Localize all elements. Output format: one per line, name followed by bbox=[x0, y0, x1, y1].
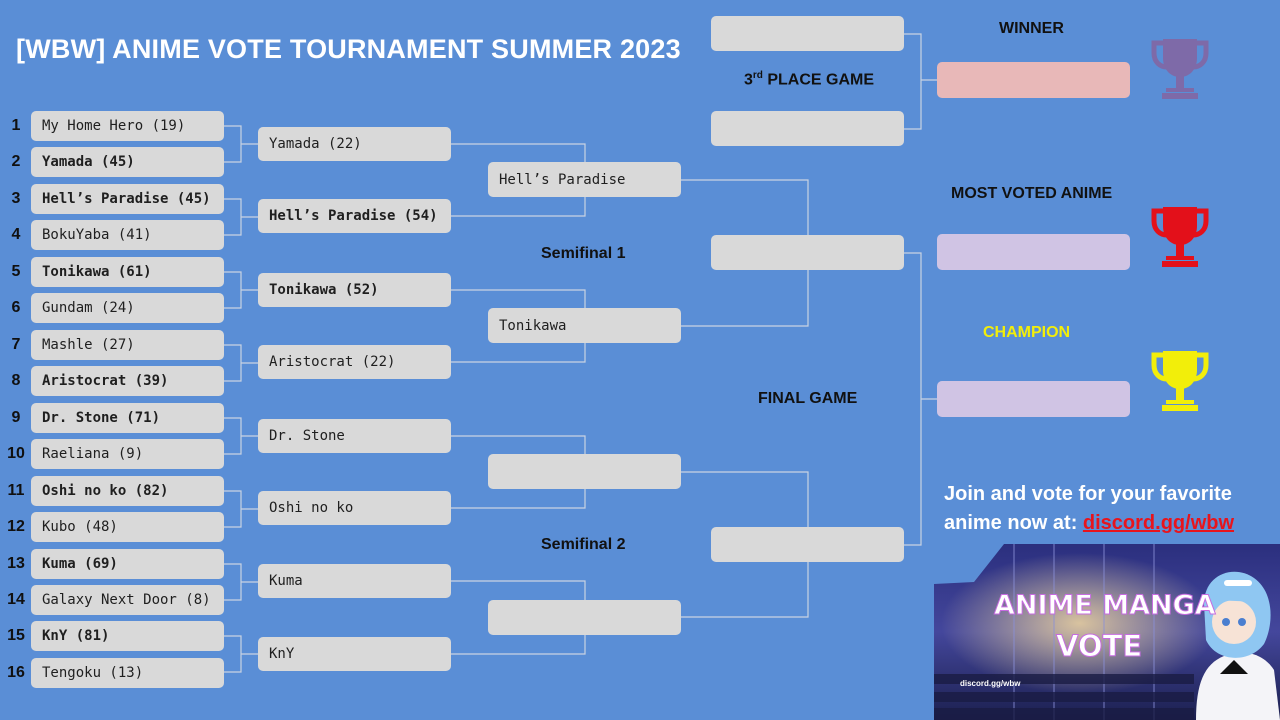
round1-match-slot: Gundam (24) bbox=[31, 293, 224, 323]
round2-match-slot: Kuma bbox=[258, 564, 451, 598]
round1-match-slot: Dr. Stone (71) bbox=[31, 403, 224, 433]
winner-result-slot bbox=[937, 62, 1130, 98]
trophy-icon bbox=[1151, 351, 1209, 411]
seed-number: 6 bbox=[11, 299, 21, 316]
round2-match-slot: KnY bbox=[258, 637, 451, 671]
round1-match-slot: Tengoku (13) bbox=[31, 658, 224, 688]
seed-number: 3 bbox=[11, 190, 21, 207]
seed-number: 1 bbox=[11, 117, 21, 134]
most-voted-label: MOST VOTED ANIME bbox=[951, 185, 1113, 202]
round1-match-slot: Raeliana (9) bbox=[31, 439, 224, 469]
third-place-slot bbox=[711, 111, 904, 146]
most-voted-result-slot bbox=[937, 234, 1130, 270]
quarterfinal-winner-slot bbox=[488, 454, 681, 489]
round2-match-slot: Aristocrat (22) bbox=[258, 345, 451, 379]
seed-number: 8 bbox=[11, 372, 21, 389]
round1-match-slot: Mashle (27) bbox=[31, 330, 224, 360]
semifinal2-label: Semifinal 2 bbox=[541, 536, 626, 553]
seed-number: 16 bbox=[7, 664, 25, 681]
seed-number: 12 bbox=[7, 518, 25, 535]
round2-match-slot: Hell’s Paradise (54) bbox=[258, 199, 451, 233]
trophy-icon bbox=[1151, 39, 1209, 99]
semifinal1-winner-slot bbox=[711, 235, 904, 270]
discord-link[interactable]: discord.gg/wbw bbox=[1082, 512, 1235, 534]
round1-match-slot: Aristocrat (39) bbox=[31, 366, 224, 396]
third-place-slot bbox=[711, 16, 904, 51]
banner-url: discord.gg/wbw bbox=[960, 679, 1021, 688]
third-place-game-label: 3rd PLACE GAME bbox=[744, 70, 875, 89]
join-invite-text: Join and vote for your favorite anime no… bbox=[944, 480, 1234, 538]
champion-label: CHAMPION bbox=[983, 324, 1071, 341]
round2-match-slot: Dr. Stone bbox=[258, 419, 451, 453]
final-game-label: FINAL GAME bbox=[758, 390, 858, 407]
seed-number: 7 bbox=[11, 336, 21, 353]
banner-title-line1: ANIME MANGA bbox=[994, 590, 1216, 621]
round1-match-slot: Kuma (69) bbox=[31, 549, 224, 579]
seed-number: 10 bbox=[7, 445, 25, 462]
winner-label: WINNER bbox=[999, 20, 1064, 37]
seed-number: 13 bbox=[7, 555, 25, 572]
semifinal1-label: Semifinal 1 bbox=[541, 245, 626, 262]
round1-match-slot: BokuYaba (41) bbox=[31, 220, 224, 250]
seed-number: 15 bbox=[7, 627, 25, 644]
seed-number: 5 bbox=[11, 263, 21, 280]
seed-number: 14 bbox=[7, 591, 25, 608]
round1-match-slot: Yamada (45) bbox=[31, 147, 224, 177]
join-line-1: Join and vote for your favorite bbox=[944, 483, 1232, 505]
semifinal2-winner-slot bbox=[711, 527, 904, 562]
round1-match-slot: My Home Hero (19) bbox=[31, 111, 224, 141]
champion-result-slot bbox=[937, 381, 1130, 417]
quarterfinal-winner-slot bbox=[488, 600, 681, 635]
quarterfinal-winner-slot: Tonikawa bbox=[488, 308, 681, 343]
anime-manga-vote-banner: ANIME MANGA VOTE discord.gg/wbw bbox=[934, 544, 1280, 720]
quarterfinal-winner-slot: Hell’s Paradise bbox=[488, 162, 681, 197]
round2-match-slot: Yamada (22) bbox=[258, 127, 451, 161]
seed-number: 9 bbox=[11, 409, 21, 426]
round2-match-slot: Tonikawa (52) bbox=[258, 273, 451, 307]
seed-number: 2 bbox=[11, 153, 21, 170]
round1-match-slot: Kubo (48) bbox=[31, 512, 224, 542]
round1-match-slot: Galaxy Next Door (8) bbox=[31, 585, 224, 615]
banner-title-line2: VOTE bbox=[1056, 629, 1142, 663]
seed-number: 11 bbox=[7, 482, 25, 499]
round1-match-slot: KnY (81) bbox=[31, 621, 224, 651]
round1-match-slot: Tonikawa (61) bbox=[31, 257, 224, 287]
round2-match-slot: Oshi no ko bbox=[258, 491, 451, 525]
round1-match-slot: Oshi no ko (82) bbox=[31, 476, 224, 506]
round1-match-slot: Hell’s Paradise (45) bbox=[31, 184, 224, 214]
seed-number: 4 bbox=[11, 226, 21, 243]
join-line-2: anime now at: discord.gg/wbw bbox=[944, 512, 1235, 534]
page-title: [WBW] ANIME VOTE TOURNAMENT SUMMER 2023 bbox=[16, 34, 681, 64]
trophy-icon bbox=[1151, 207, 1209, 267]
